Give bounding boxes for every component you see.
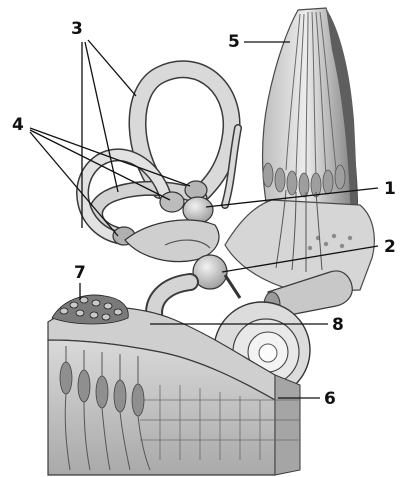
label-7: 7: [74, 263, 86, 283]
label-3: 3: [71, 19, 83, 39]
semicircular-canals: [83, 69, 238, 238]
label-6: 6: [324, 389, 336, 409]
label-8: 8: [332, 315, 344, 335]
label-2: 2: [384, 237, 396, 257]
leader-line-4c: [30, 132, 118, 236]
label-4: 4: [12, 115, 24, 135]
crista-ampullaris-detail: [225, 8, 374, 318]
otolith-crystals: [52, 295, 128, 324]
label-5: 5: [228, 32, 240, 52]
leader-line-4a: [30, 128, 190, 186]
label-1: 1: [384, 179, 396, 199]
